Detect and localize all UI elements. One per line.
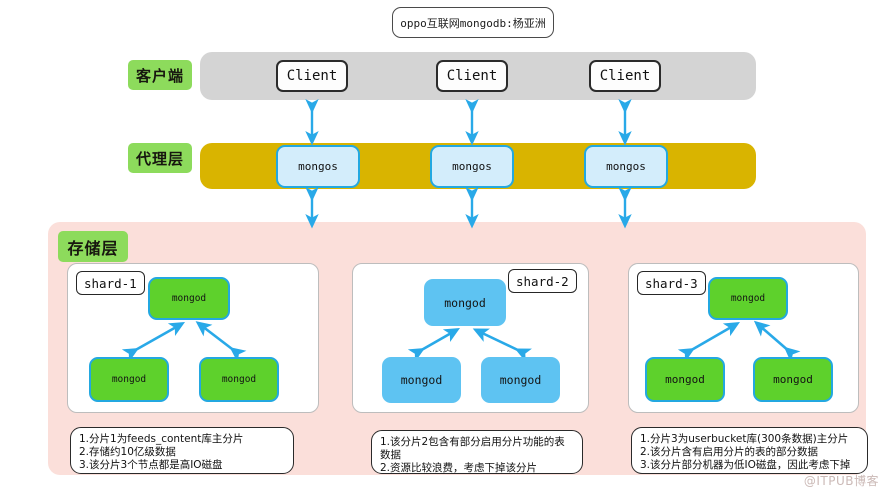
storage-layer-label: 存储层: [58, 231, 128, 262]
mongod-node-secondary[interactable]: mongod: [645, 357, 725, 402]
mongod-node-primary[interactable]: mongod: [148, 277, 230, 320]
mongos-node-label: mongos: [452, 160, 492, 173]
shard-note-line: 2.该分片含有启用分片的表的部分数据: [640, 446, 819, 458]
mongos-node[interactable]: mongos: [276, 145, 360, 188]
shard-note-line: 1.分片3为userbucket库(300条数据)主分片: [640, 433, 849, 445]
client-node-label: Client: [286, 68, 338, 84]
mongod-node-secondary[interactable]: mongod: [481, 357, 560, 403]
shard-note-line: 2.存储约10亿级数据: [79, 446, 176, 458]
mongos-node[interactable]: mongos: [584, 145, 668, 188]
mongod-node-label: mongod: [400, 373, 443, 387]
client-node[interactable]: Client: [589, 60, 661, 92]
client-layer-label: 客户端: [128, 60, 192, 90]
shard-note-line: 2.资源比较浪费，考虑下掉该分片: [380, 462, 538, 474]
shard-tag: shard-2: [508, 269, 577, 293]
shard-note: 1.该分片2包含有部分启用分片功能的表数据 2.资源比较浪费，考虑下掉该分片: [371, 430, 583, 474]
client-node-label: Client: [446, 68, 498, 84]
client-node[interactable]: Client: [276, 60, 348, 92]
mongos-node-label: mongos: [298, 160, 338, 173]
mongod-node-secondary[interactable]: mongod: [753, 357, 833, 402]
mongod-node-label: mongod: [221, 374, 257, 385]
shard-tag: shard-3: [637, 271, 706, 295]
mongod-node-label: mongod: [730, 293, 766, 304]
mongod-node-primary[interactable]: mongod: [708, 277, 788, 320]
client-node[interactable]: Client: [436, 60, 508, 92]
mongod-node-label: mongod: [111, 374, 147, 385]
mongos-node[interactable]: mongos: [430, 145, 514, 188]
proxy-layer-label: 代理层: [128, 143, 192, 173]
mongos-node-label: mongos: [606, 160, 646, 173]
mongod-node-label: mongod: [665, 373, 705, 386]
client-node-label: Client: [599, 68, 651, 84]
diagram-title: oppo互联网mongodb:杨亚洲: [400, 16, 546, 30]
watermark: @ITPUB博客: [803, 474, 879, 488]
shard-tag-label: shard-2: [516, 273, 569, 289]
mongod-node-label: mongod: [499, 373, 542, 387]
shard-note: 1.分片3为userbucket库(300条数据)主分片 2.该分片含有启用分片…: [631, 427, 868, 474]
shard-note-line: 1.分片1为feeds_content库主分片: [79, 433, 244, 445]
mongod-node-label: mongod: [773, 373, 813, 386]
mongod-node-secondary[interactable]: mongod: [89, 357, 169, 402]
shard-note-line: 3.该分片3个节点都是高IO磁盘: [79, 459, 223, 471]
mongod-node-label: mongod: [444, 295, 486, 310]
mongod-node-secondary[interactable]: mongod: [382, 357, 461, 403]
shard-tag-label: shard-3: [645, 275, 698, 291]
shard-note-line: 3.该分片部分机器为低IO磁盘，因此考虑下掉: [640, 459, 851, 471]
diagram-title-box: oppo互联网mongodb:杨亚洲: [392, 7, 554, 38]
mongod-node-secondary[interactable]: mongod: [199, 357, 279, 402]
mongod-node-primary[interactable]: mongod: [424, 279, 506, 326]
mongod-node-label: mongod: [171, 293, 207, 304]
shard-tag-label: shard-1: [84, 275, 137, 291]
shard-note-line: 1.该分片2包含有部分启用分片功能的表数据: [380, 436, 565, 461]
shard-tag: shard-1: [76, 271, 145, 295]
shard-note: 1.分片1为feeds_content库主分片 2.存储约10亿级数据 3.该分…: [70, 427, 294, 474]
